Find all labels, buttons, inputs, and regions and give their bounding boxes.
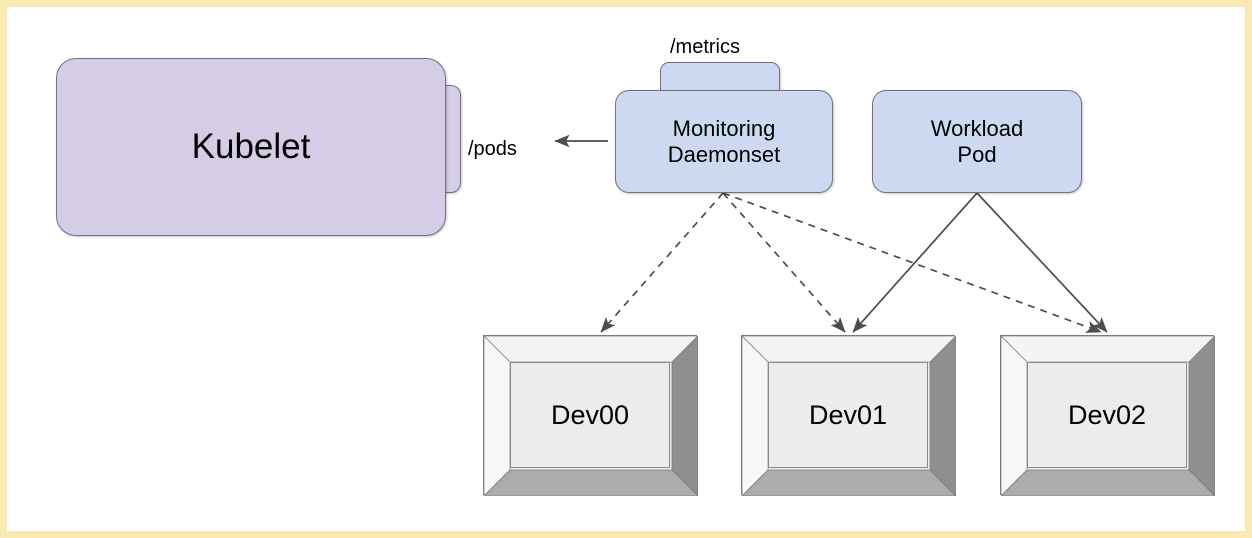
edge-monitoring-to-dev00	[600, 192, 724, 333]
dev01-bevel	[742, 336, 956, 496]
diagram-canvas: Kubelet /pods /metrics Monitoring Daemon…	[7, 7, 1245, 531]
workload-label: Workload Pod	[931, 116, 1024, 167]
node-monitoring-daemonset[interactable]: Monitoring Daemonset	[615, 90, 833, 193]
dev01-label: Dev01	[808, 399, 888, 430]
device-box-dev02[interactable]: Dev02	[1000, 335, 1215, 496]
dev02-bevel	[1001, 336, 1215, 496]
monitoring-label-line2: Daemonset	[667, 141, 781, 167]
node-kubelet[interactable]: Kubelet	[56, 58, 446, 236]
workload-label-line1: Workload	[930, 115, 1024, 141]
dev00-face: Dev00	[510, 362, 670, 468]
monitoring-label-line1: Monitoring	[672, 115, 776, 141]
edge-monitoring-to-dev01	[722, 192, 846, 333]
metrics-endpoint-label: /metrics	[670, 36, 740, 58]
edge-workload-to-dev01	[852, 192, 978, 333]
node-workload-pod[interactable]: Workload Pod	[872, 90, 1082, 193]
edge-monitoring-to-dev02	[722, 192, 1102, 333]
kubelet-label: Kubelet	[191, 126, 311, 166]
pods-endpoint-label: /pods	[468, 138, 517, 160]
monitoring-label: Monitoring Daemonset	[668, 116, 781, 167]
dev02-label: Dev02	[1067, 399, 1147, 430]
dev01-face: Dev01	[768, 362, 928, 468]
dev00-bevel	[484, 336, 698, 496]
device-box-dev01[interactable]: Dev01	[741, 335, 956, 496]
dev00-label: Dev00	[550, 399, 630, 430]
workload-label-line2: Pod	[957, 141, 997, 167]
dev02-face: Dev02	[1027, 362, 1187, 468]
edge-workload-to-dev02	[976, 192, 1108, 333]
device-box-dev00[interactable]: Dev00	[483, 335, 698, 496]
